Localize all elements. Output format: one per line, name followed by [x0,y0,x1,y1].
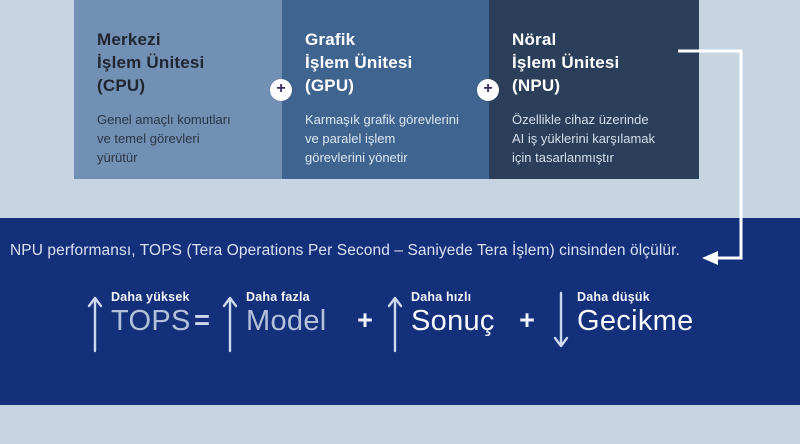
term-word: Gecikme [577,305,694,337]
up-arrow-icon [222,296,238,353]
cpu-card-title: Merkezi İşlem Ünitesi (CPU) [97,30,205,95]
down-arrow-icon [553,291,569,348]
plus-operator: + [519,305,535,335]
plus-icon: + [270,79,292,101]
term-label: Daha yüksek [111,290,190,304]
formula-term-tops: Daha yüksek TOPS [87,290,191,356]
gpu-card-description: Karmaşık grafik görevlerini ve paralel i… [305,112,459,165]
tops-definition-sentence: NPU performansı, TOPS (Tera Operations P… [10,242,680,259]
formula-term-model: Daha fazla Model [222,290,327,356]
plus-glyph: + [276,80,286,97]
term-word: Model [246,305,327,337]
plus-glyph: + [483,80,493,97]
term-label: Daha fazla [246,290,310,304]
equals-operator: = [194,305,210,335]
gpu-card: Grafik İşlem Ünitesi (GPU) Karmaşık graf… [282,0,489,179]
term-label: Daha hızlı [411,290,472,304]
npu-card: Nöral İşlem Ünitesi (NPU) Özellikle ciha… [489,0,699,179]
plus-operator: + [357,305,373,335]
up-arrow-icon [387,296,403,353]
npu-card-description: Özellikle cihaz üzerinde AI iş yüklerini… [512,112,656,165]
tops-definition-band: NPU performansı, TOPS (Tera Operations P… [0,218,800,405]
gpu-card-title: Grafik İşlem Ünitesi (GPU) [305,30,413,95]
term-text: Daha hızlı Sonuç [411,290,495,338]
term-label: Daha düşük [577,290,650,304]
up-arrow-icon [87,296,103,353]
term-word: Sonuç [411,305,495,337]
cpu-card-description: Genel amaçlı komutları ve temel görevler… [97,112,231,165]
term-word: TOPS [111,305,191,337]
npu-card-title: Nöral İşlem Ünitesi (NPU) [512,30,620,95]
formula-term-sonuc: Daha hızlı Sonuç [387,290,495,356]
term-text: Daha yüksek TOPS [111,290,191,338]
formula-term-gecikme: Daha düşük Gecikme [553,290,694,356]
term-text: Daha fazla Model [246,290,327,338]
term-text: Daha düşük Gecikme [577,290,694,338]
cpu-card: Merkezi İşlem Ünitesi (CPU) Genel amaçlı… [74,0,282,179]
plus-icon: + [477,79,499,101]
